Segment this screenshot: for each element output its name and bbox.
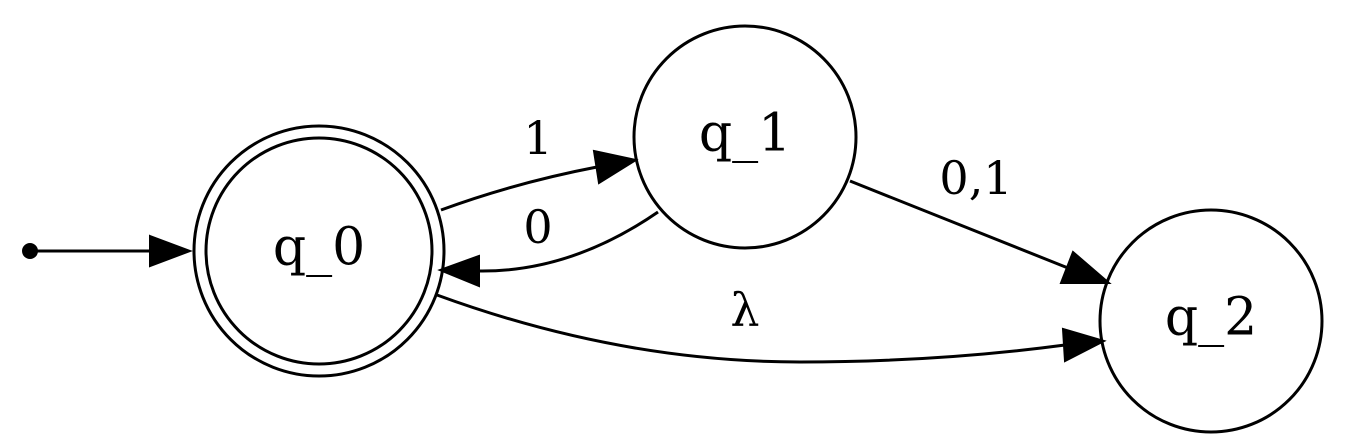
transition-q1-q2: 0,1 — [849, 151, 1112, 284]
state-q2: q_2 — [1098, 208, 1324, 434]
state-q1: q_1 — [632, 24, 858, 250]
state-q2-label: q_2 — [1165, 288, 1257, 348]
transition-q0-q1-arrowhead — [592, 149, 639, 185]
transition-q1-q2-label: 0,1 — [939, 151, 1012, 205]
state-q2-circle — [1098, 208, 1324, 434]
transition-q1-q0: 0 — [437, 200, 659, 288]
state-q0: q_0 — [192, 124, 446, 378]
transition-q1-q2-arrowhead — [1059, 250, 1112, 284]
transition-q0-q2-label: λ — [730, 283, 759, 337]
transition-q1-q2-path — [849, 179, 1069, 270]
transition-q1-q0-arrowhead — [437, 254, 480, 288]
initial-arrow-head — [149, 234, 193, 268]
state-q0-label: q_0 — [273, 218, 365, 278]
initial-arrow — [22, 234, 193, 268]
transition-q1-q0-path — [477, 210, 659, 273]
transition-q0-q1-label: 1 — [523, 111, 552, 165]
transition-q1-q0-label: 0 — [523, 200, 552, 254]
state-q0-inner-ring — [204, 136, 434, 366]
transition-q0-q2: λ — [436, 283, 1107, 364]
transition-q0-q2-path — [436, 293, 1066, 364]
transition-q0-q2-arrowhead — [1061, 327, 1107, 363]
transition-q0-q1-path — [440, 165, 598, 212]
state-q1-label: q_1 — [699, 104, 791, 164]
transition-q0-q1: 1 — [440, 111, 639, 212]
state-q1-circle — [632, 24, 858, 250]
state-q0-outer-ring — [192, 124, 446, 378]
